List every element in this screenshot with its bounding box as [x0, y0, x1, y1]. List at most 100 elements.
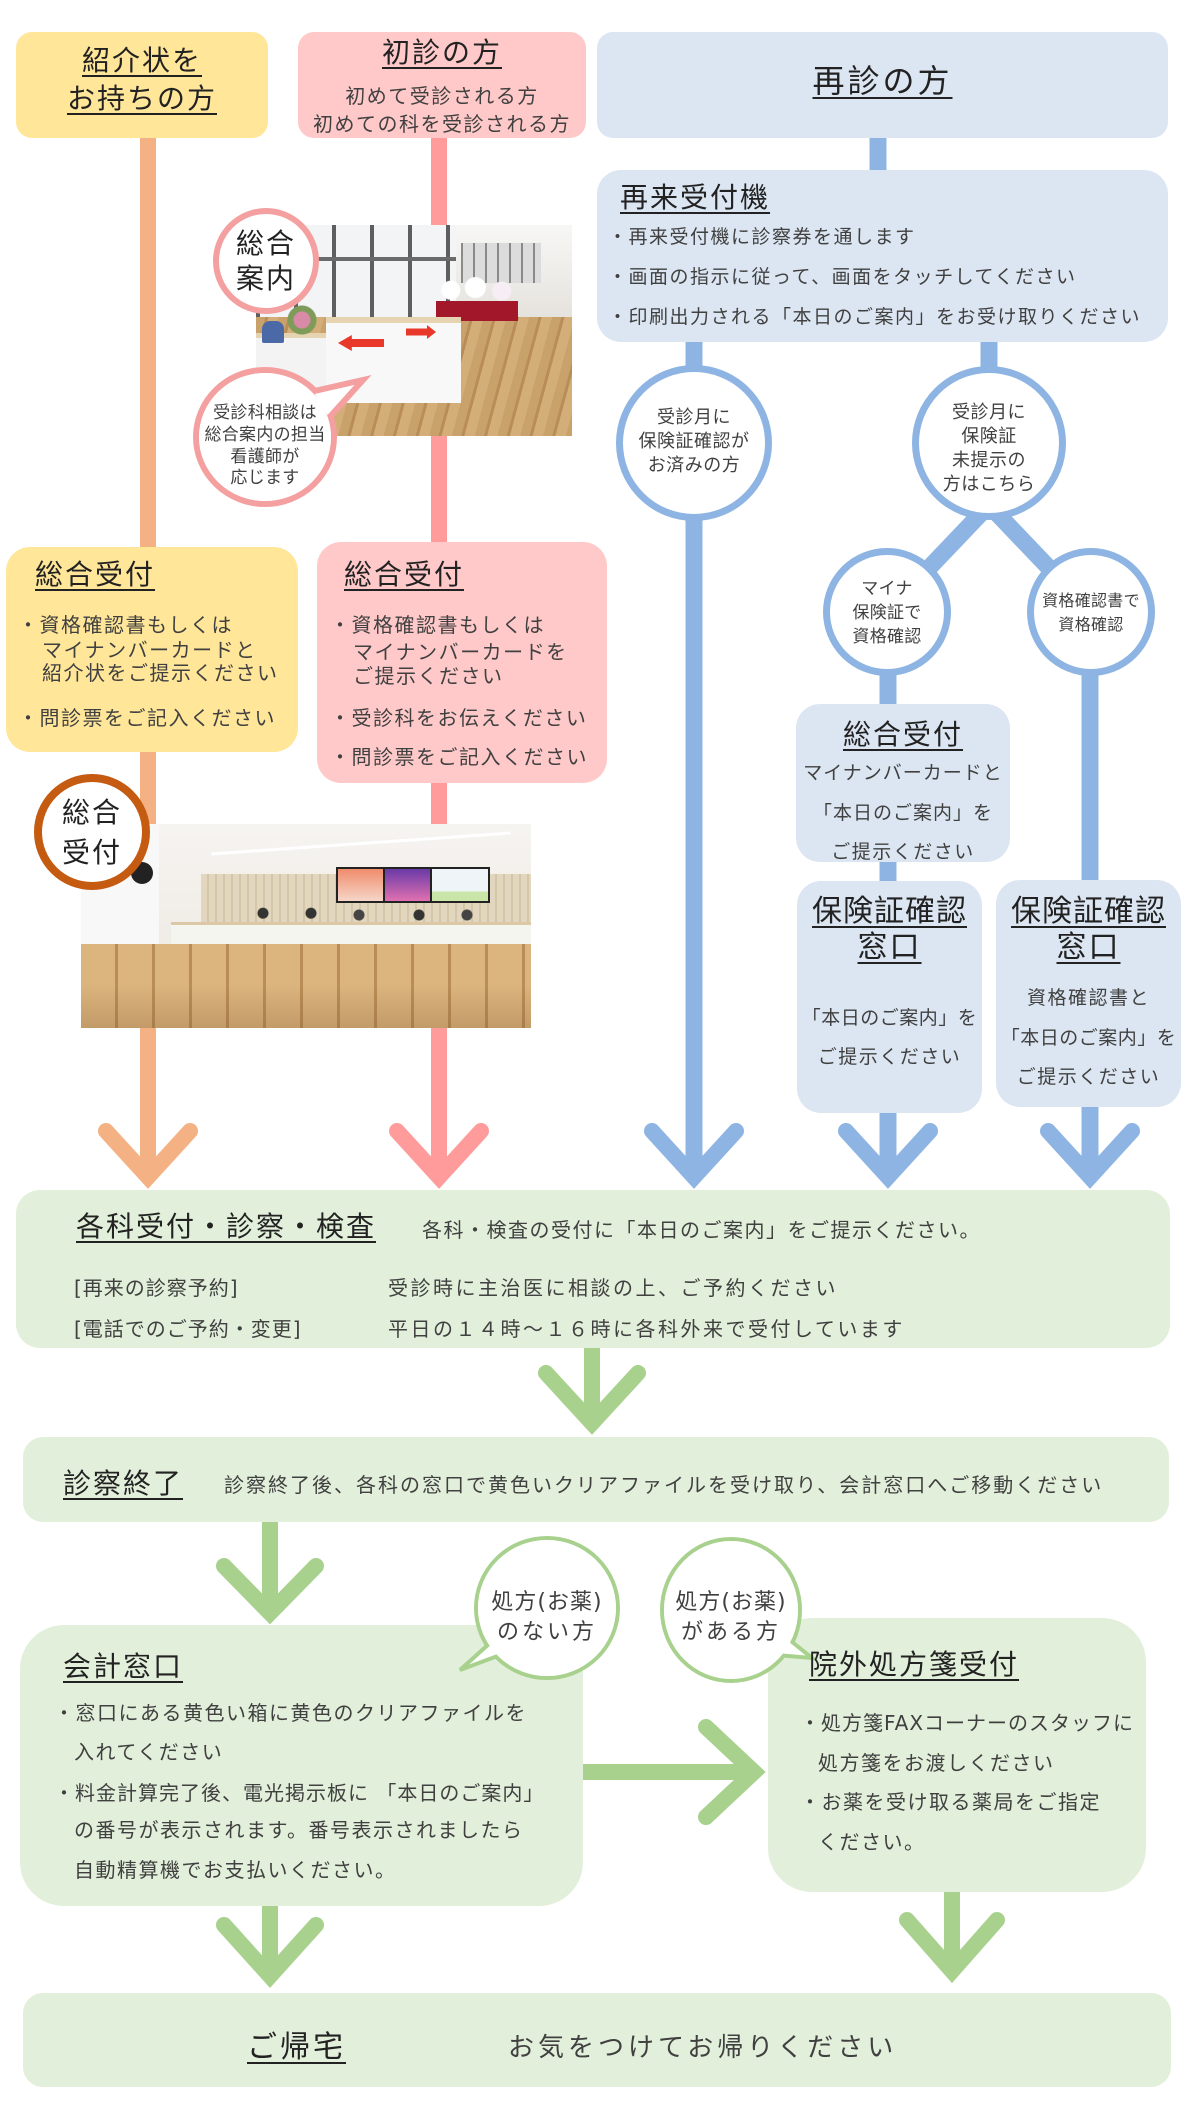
first-visit-reception-line: ・問診票をご記入ください [330, 745, 588, 769]
branch-unconfirmed-line: 方はこちら [942, 474, 1036, 495]
consult-speech-bubble [193, 367, 372, 507]
first-visit-reception-line: ・資格確認書もしくは [330, 613, 545, 637]
kiosk-bullet: ・再来受付機に診察券を通します [608, 226, 916, 248]
referral-reception-line: ・問診票をご記入ください [18, 706, 276, 730]
kiosk-bullet: ・印刷出力される「本日のご案内」をお受け取りください [608, 306, 1142, 328]
department-title: 各科受付・診察・検査 [76, 1210, 377, 1243]
exam-end-text: 診察終了後、各科の窓口で黄色いクリアファイルを受け取り、会計窓口へご移動ください [224, 1473, 1104, 1497]
exam-end-title: 診察終了 [63, 1467, 184, 1500]
photo-screen-left [336, 867, 385, 903]
department-note: 各科・検査の受付に「本日のご案内」をご提示ください。 [422, 1218, 981, 1242]
bubble-inner [478, 1540, 616, 1676]
department-row-label: [電話でのご予約・変更] [74, 1317, 302, 1341]
referral-title-line: お持ちの方 [66, 82, 217, 115]
prescription-to-home-arrowhead [899, 1912, 1005, 1984]
department-row-value: 受診時に主治医に相談の上、ご予約ください [388, 1276, 838, 1300]
insurance-window-title-line: 窓口 [857, 930, 922, 965]
return-visit-header-box [597, 32, 1168, 138]
photo-window-frame [256, 257, 456, 261]
general-reception-badge-line: 受付 [61, 836, 122, 869]
reentry-kiosk-title: 再来受付機 [620, 181, 771, 214]
first-visit-subtitle-line: 初めて受診される方 [345, 84, 539, 108]
general-reception-badge-line: 総合 [61, 796, 122, 829]
bubble-inner [664, 1541, 798, 1679]
bubble-inner [199, 373, 331, 501]
branch-myna-line: 保険証で [852, 603, 922, 623]
referral-reception-line: ・資格確認書もしくは [18, 613, 233, 637]
branch-confirmed-line: 保険証確認が [638, 431, 750, 452]
insurance-window-line: ご提示ください [817, 1046, 962, 1068]
general-information-badge-line: 案内 [235, 262, 296, 295]
branch-unconfirmed-circle [912, 366, 1066, 520]
with-prescription-bubble-line: 処方(お薬) [675, 1590, 787, 1615]
photo-chairs [81, 944, 531, 1028]
go-home-text: お気をつけてお帰りください [508, 2033, 898, 2063]
department-row-label: [再来の診察予約] [74, 1276, 239, 1300]
photo-screen-right [430, 867, 490, 903]
no-prescription-bubble-line: のない方 [496, 1620, 597, 1645]
insurance-window-title-line: 保険証確認 [812, 894, 967, 929]
consult-bubble-line: 受診科相談は [213, 403, 317, 423]
with-prescription-bubble [660, 1537, 819, 1683]
branch-unconfirmed-line: 受診月に [952, 402, 1026, 423]
referral-reception-line: マイナンバーカードと [42, 638, 257, 662]
consult-bubble-line: 看護師が [230, 447, 300, 467]
branch-unconfirmed-line: 保険証 [961, 426, 1017, 447]
insurance-window-line: ご提示ください [1016, 1066, 1161, 1088]
confirmed-path-arrowhead [644, 1123, 744, 1189]
department-row-value: 平日の１４時～１６時に各科外来で受付しています [388, 1317, 905, 1341]
first-visit-subtitle-line: 初めての科を受診される方 [313, 112, 571, 136]
reentry-kiosk-box [597, 170, 1168, 342]
return-visit-title: 再診の方 [812, 62, 953, 100]
photo-chair [262, 321, 284, 343]
department-to-exam-end-arrowhead [538, 1365, 646, 1435]
cashier-line: 入れてください [74, 1740, 224, 1764]
myna-path-arrowhead [838, 1123, 938, 1189]
myna-reception-line: 「本日のご案内」を [812, 802, 993, 824]
referral-header-box [16, 32, 268, 138]
photo-screen-middle [383, 867, 432, 903]
cashier-to-home-arrowhead [216, 1917, 324, 1988]
referral-reception-box [6, 547, 298, 752]
prescription-box [768, 1618, 1146, 1892]
branch-confirmed-line: 受診月に [657, 407, 731, 428]
branch-confirmed-line: お済みの方 [647, 455, 741, 476]
exam-end-to-cashier-arrowhead [216, 1558, 324, 1625]
myna-reception-line: ご提示ください [831, 841, 975, 863]
prescription-line: 処方箋をお渡しください [818, 1751, 1055, 1775]
branch-unconfirmed-line: 未提示の [952, 450, 1026, 471]
insurance-window-myna-box [797, 881, 982, 1113]
prescription-line: ・お薬を受け取る薬局をご指定 [800, 1790, 1101, 1814]
insurance-window-line: 「本日のご案内」を [1000, 1027, 1177, 1049]
general-information-badge-circle [213, 208, 319, 314]
branch-certificate-line: 資格確認 [1058, 615, 1124, 634]
cashier-line: 自動精算機でお支払いください。 [74, 1858, 397, 1882]
prescription-line: ・処方箋FAXコーナーのスタッフに [800, 1711, 1135, 1735]
referral-title-line: 紹介状を [81, 44, 202, 77]
photo-flowers [436, 277, 518, 321]
first-visit-reception-box [317, 542, 607, 783]
insurance-window-certificate-box [996, 880, 1181, 1107]
kiosk-bullet: ・画面の指示に従って、画面をタッチしてください [608, 266, 1077, 288]
consult-bubble-line: 総合案内の担当 [204, 425, 326, 445]
go-home-title: ご帰宅 [247, 2030, 346, 2065]
department-box [16, 1190, 1170, 1348]
insurance-window-line: 「本日のご案内」を [801, 1007, 978, 1029]
cashier-line: ・窓口にある黄色い箱に黄色のクリアファイルを [54, 1701, 527, 1725]
myna-reception-line: マイナンバーカードと [803, 762, 1003, 784]
cashier-to-prescription-arrowhead [698, 1719, 766, 1825]
referral-reception-line: 紹介状をご提示ください [42, 661, 279, 685]
with-prescription-bubble-line: がある方 [680, 1620, 781, 1645]
photo-red-arrow-left [338, 335, 384, 351]
myna-reception-box [796, 704, 1010, 862]
cashier-line: の番号が表示されます。番号表示されましたら [74, 1818, 524, 1842]
general-information-badge-line: 総合 [235, 227, 296, 260]
prescription-title: 院外処方箋受付 [809, 1648, 1020, 1681]
branch-certificate-line: 資格確認書で [1042, 591, 1140, 610]
cashier-box [20, 1625, 583, 1906]
photo-chairs-shade [81, 984, 531, 1028]
first-visit-title: 初診の方 [381, 36, 502, 69]
branch-myna-circle [823, 548, 951, 676]
general-reception-badge-circle [34, 774, 150, 890]
